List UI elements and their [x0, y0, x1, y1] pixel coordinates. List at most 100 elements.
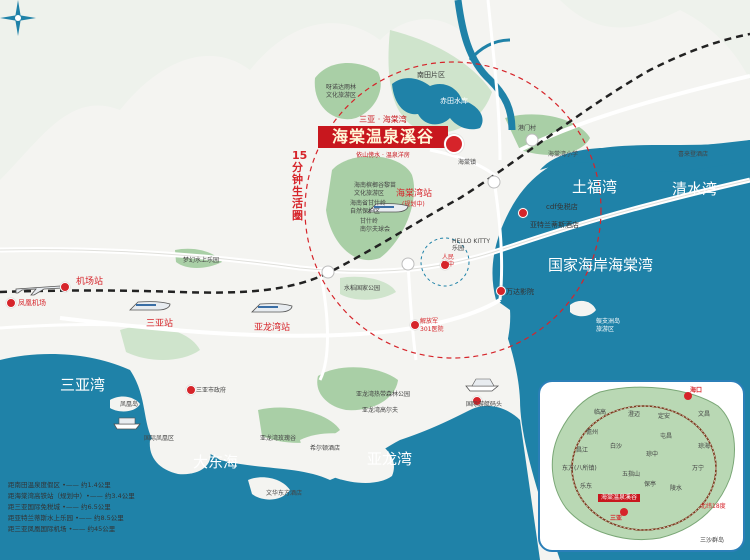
poi-yalong-golf: 亚龙湾高尔夫	[362, 407, 399, 414]
poi-haitang-town: 海棠镇	[458, 159, 477, 166]
sea-tufu	[540, 140, 750, 172]
inset-sanya: 三亚	[610, 515, 623, 522]
station-airport: 机场站	[76, 277, 104, 287]
project-badge[interactable]: 三亚 · 海棠湾 海棠温泉溪谷 依山傍水 · 温泉洋房	[318, 114, 448, 159]
mountain-silhouette-right	[560, 0, 750, 80]
poi-nantian: 南田片区	[417, 71, 445, 79]
roundabout	[321, 265, 335, 279]
project-location-pin[interactable]	[444, 134, 464, 154]
poi-hello-kitty: HELLO KITTY 乐园	[452, 238, 490, 252]
poi-chitian-reservoir: 赤田水库	[440, 97, 468, 105]
project-subtitle: 依山傍水 · 温泉洋房	[356, 152, 410, 159]
poi-sheraton: 喜来登酒店	[678, 151, 709, 158]
poi-mandarin: 文华东方酒店	[266, 490, 303, 497]
train-icon	[129, 301, 171, 311]
poi-haitang-school: 海棠湾小学	[548, 151, 579, 158]
yacht-icon	[465, 378, 500, 392]
river	[454, 0, 516, 131]
airplane-icon	[15, 285, 63, 296]
city-hall-pin[interactable]	[186, 385, 196, 395]
train-icon	[367, 203, 409, 213]
inset-haikou: 海口	[690, 387, 703, 394]
poi-cruise: 国际游艇码头	[466, 401, 503, 408]
legend-row: 距南田温泉度假区 •—— 约1.4公里	[8, 481, 111, 489]
station-haitang-bay: 海棠湾站	[396, 189, 433, 199]
roundabout	[525, 133, 539, 147]
road-g98-ne	[519, 74, 750, 152]
hainan-island-shape	[551, 386, 735, 541]
station-yalong-bay: 亚龙湾站	[254, 323, 291, 333]
green-zone-south	[258, 407, 340, 443]
poi-yalong-mall: 亚龙湾玫瑰谷	[260, 435, 297, 442]
land-haitang-coast	[430, 300, 511, 420]
poi-wuzhizhou: 蜈支洲岛 旅游区	[596, 318, 621, 333]
inset-city: 乐东	[580, 483, 593, 490]
hainan-inset-map: 海口 三亚 北纬18度 三沙群岛 海棠温泉溪谷 临高 澄迈 定安 文昌 儋州 屯…	[538, 380, 745, 552]
poi-yalong-forest: 亚龙湾热带森林公园	[356, 391, 411, 398]
inset-city: 儋州	[586, 429, 599, 436]
land-dadong-peninsula	[149, 435, 211, 475]
sea-label-yalong: 亚龙湾	[367, 450, 413, 468]
legend-row: 距三亚凤凰国际机场 •—— 约45公里	[8, 525, 116, 533]
mountain-silhouette	[0, 0, 460, 180]
land-yalong-peninsula	[300, 433, 394, 483]
green-zone-yalong-forest	[317, 367, 398, 411]
inset-islands: 三沙群岛	[700, 537, 725, 544]
poi-hilton: 希尔顿酒店	[310, 445, 341, 452]
inset-project: 海棠温泉溪谷	[598, 494, 641, 502]
road-mid	[0, 323, 181, 332]
rail-line	[0, 32, 750, 294]
atlantis-pin[interactable]	[518, 208, 528, 218]
poi-phoenix-island: 凤凰岛	[120, 401, 139, 408]
fifteen-minute-label: 15分钟生活圈	[292, 149, 308, 222]
poi-ganshiling: 海南省甘什岭 自然保护区	[350, 200, 387, 215]
project-location: 三亚 · 海棠湾	[359, 115, 407, 124]
green-zone-shuiniu	[340, 276, 396, 300]
wanda-pin[interactable]	[496, 286, 506, 296]
inset-city: 东方(八所镇)	[562, 465, 597, 472]
project-name: 海棠温泉溪谷	[318, 126, 448, 148]
phoenix-airport-pin[interactable]	[6, 298, 16, 308]
hospital-pin[interactable]	[410, 320, 420, 330]
inset-city: 昌江	[576, 447, 589, 454]
compass-icon	[0, 0, 36, 36]
poi-ganshi-golf: 甘什岭 南尔夫球会	[360, 218, 391, 233]
green-zone-east	[505, 114, 590, 155]
sea-label-tufu: 土福湾	[572, 178, 618, 196]
poi-hospital: 解放军 301医院	[420, 318, 444, 333]
sea-label-qingshui: 清水湾	[672, 180, 718, 198]
green-zone-hill-left	[120, 326, 200, 360]
roundabout	[401, 257, 415, 271]
inset-city: 陵水	[670, 485, 683, 492]
inset-city: 定安	[658, 413, 671, 420]
inset-city: 临高	[594, 409, 607, 416]
poi-dream-park: 梦幻水上乐园	[183, 257, 220, 264]
inset-city: 保亭	[644, 481, 657, 488]
roundabout	[487, 175, 501, 189]
land-wuzhizhou	[570, 300, 596, 317]
sea-label-dadong: 大东海	[193, 453, 239, 471]
poi-wanda: 万达影院	[506, 288, 534, 296]
poi-forest-culture: 呀诺达雨林 文化旅游区	[326, 84, 357, 99]
poi-phoenix-scenic: 国际凤凰区	[144, 435, 175, 442]
airport-pin[interactable]	[60, 282, 70, 292]
inset-city: 澄迈	[628, 411, 641, 418]
sea-label-sanya: 三亚湾	[60, 376, 106, 394]
poi-cdf: cdf免税店	[546, 203, 578, 211]
poi-gangmen: 港门村	[518, 125, 537, 132]
poi-people-center: 人民 附中	[442, 254, 455, 268]
poi-city-hall: 三亚市政府	[196, 387, 227, 394]
inset-city: 琼海	[698, 443, 711, 450]
inset-city: 白沙	[610, 443, 623, 450]
road-g98-north-edge	[0, 179, 750, 272]
road-vertical-1	[318, 269, 329, 381]
people-center-pin[interactable]	[440, 260, 450, 270]
land-wenhua	[248, 477, 290, 500]
chitian-reservoir	[392, 78, 483, 130]
sea-label-haitang: 国家海岸海棠湾	[548, 256, 654, 274]
inset-city: 琼中	[646, 451, 659, 458]
legend-row: 距三亚国际免税城 •—— 约6.5公里	[8, 503, 111, 511]
station-haitang-note: (规划中)	[402, 201, 425, 208]
cruise-pin[interactable]	[472, 396, 482, 406]
